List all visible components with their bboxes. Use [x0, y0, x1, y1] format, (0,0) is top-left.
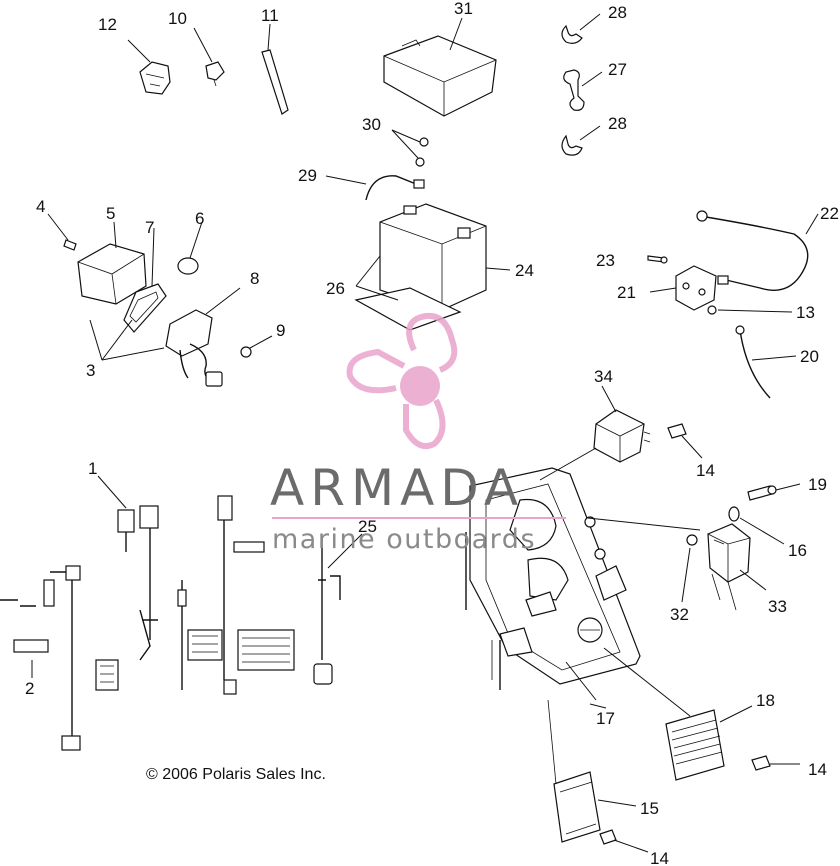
watermark-tagline: marine outboards [272, 524, 536, 555]
callout-1: 1 [88, 459, 97, 478]
part-30-fasteners [391, 129, 429, 167]
callout-20: 20 [800, 347, 819, 366]
callout-26: 26 [326, 279, 345, 298]
part-11-strap [261, 23, 289, 115]
part-19-bolt [747, 483, 801, 501]
callout-3: 3 [86, 361, 95, 380]
part-14-bolt-lower [599, 829, 649, 853]
callout-18: 18 [756, 691, 775, 710]
part-22-cable [696, 210, 819, 291]
callout-24: 24 [515, 261, 534, 280]
part-21-solenoid [649, 265, 717, 311]
copyright-notice: © 2006 Polaris Sales Inc. [146, 766, 326, 783]
callout-27: 27 [608, 60, 627, 79]
callout-34: 34 [594, 367, 613, 386]
part-4-screw [47, 213, 77, 251]
part-17-rail [565, 661, 607, 709]
part-23-bolt [647, 255, 668, 264]
harness-assembly [139, 495, 295, 695]
part-32-nut [681, 534, 698, 603]
callout-29: 29 [298, 166, 317, 185]
callout-8: 8 [250, 269, 259, 288]
callout-13: 13 [796, 303, 815, 322]
callout-16: 16 [788, 541, 807, 560]
part-28-clip-lower [561, 125, 601, 156]
part-7-gasket [123, 227, 167, 333]
part-8-module [165, 287, 241, 387]
callout-23: 23 [596, 251, 615, 270]
callout-5: 5 [106, 204, 115, 223]
callout-21: 21 [617, 283, 636, 302]
watermark-logo [346, 312, 458, 450]
part-20-cable [735, 325, 797, 399]
part-16-washer [728, 506, 785, 545]
callout-28-b: 28 [608, 114, 627, 133]
callout-33: 33 [768, 597, 787, 616]
callout-25: 25 [358, 517, 377, 536]
propeller-hub [400, 366, 440, 406]
callout-32: 32 [670, 605, 689, 624]
callout-2: 2 [25, 679, 34, 698]
propeller-blade-left [346, 348, 406, 394]
callout-14-b: 14 [808, 760, 827, 779]
part-25-harness [313, 533, 363, 685]
part-1-harness [0, 475, 159, 751]
propeller-blade-right [403, 398, 446, 450]
part-12-relay [127, 39, 171, 95]
callout-7: 7 [145, 218, 154, 237]
part-2-tag [13, 639, 49, 678]
part-6-grommet [177, 221, 203, 275]
propeller-blade-top [406, 312, 458, 373]
callout-4: 4 [36, 197, 45, 216]
part-31-battery-cover [383, 17, 497, 117]
part-13-nut [707, 305, 793, 315]
callout-14-a: 14 [696, 461, 715, 480]
callout-17: 17 [596, 709, 615, 728]
part-14-bolt-mid [751, 755, 800, 771]
part-27-clip [563, 69, 603, 111]
callout-12: 12 [98, 15, 117, 34]
part-5-housing [77, 221, 147, 305]
watermark-brand: ARMADA [270, 459, 524, 517]
part-18-regulator [603, 647, 753, 781]
callout-6: 6 [195, 209, 204, 228]
part-34-module [539, 385, 651, 481]
leader-chassis-to-33 [587, 517, 701, 531]
callout-15: 15 [640, 799, 659, 818]
part-14-bolt-upper [667, 423, 703, 459]
part-10-sensor [193, 27, 225, 87]
part-29-cable [325, 175, 425, 201]
callout-9: 9 [276, 321, 285, 340]
part-15-ecu [547, 699, 637, 843]
part-3-leader [89, 319, 165, 361]
callout-11: 11 [261, 6, 279, 25]
part-28-clip-upper [561, 13, 601, 44]
chassis-panel [465, 467, 641, 690]
callout-28-a: 28 [608, 3, 627, 22]
callout-31: 31 [454, 0, 473, 18]
part-24-battery [379, 203, 511, 311]
callout-30: 30 [362, 115, 381, 134]
callout-19: 19 [808, 475, 827, 494]
callout-10: 10 [168, 9, 187, 28]
part-9-nut [240, 335, 273, 358]
callout-14-c: 14 [650, 849, 669, 866]
callout-22: 22 [820, 204, 839, 223]
part-33-bracket [707, 523, 767, 611]
